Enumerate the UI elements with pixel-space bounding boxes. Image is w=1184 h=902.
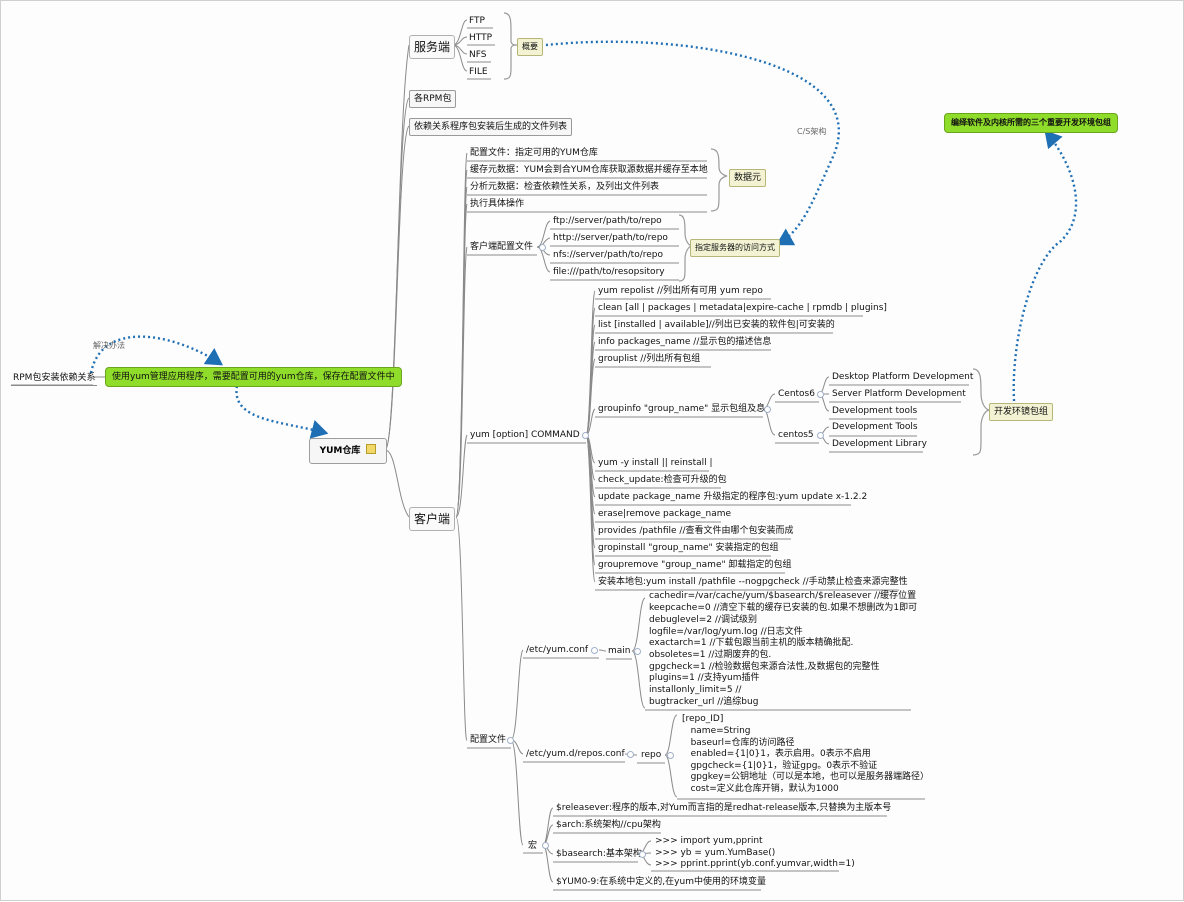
repo-config-line: enabled={1|0}1，表示启用。0表示不启用 bbox=[682, 749, 871, 759]
expand-toggle-icon[interactable] bbox=[542, 842, 549, 849]
server-node[interactable]: 服务端 bbox=[409, 35, 456, 59]
main-config-line: bugtracker_url //追综bug bbox=[649, 697, 759, 707]
expand-toggle-icon[interactable] bbox=[507, 737, 514, 744]
expand-toggle-icon[interactable] bbox=[817, 391, 824, 398]
macro-node[interactable]: 宏 bbox=[528, 841, 538, 851]
python-line: >>> pprint.pprint(yb.conf.yumvar,width=1… bbox=[655, 859, 855, 869]
repo-config-line: gpgcheck={1|0}1，验证gpg。0表示不验证 bbox=[682, 761, 878, 771]
expand-toggle-icon[interactable] bbox=[764, 406, 771, 413]
centos6-node[interactable]: Centos6 bbox=[778, 389, 815, 399]
main-config-line: installonly_limit=5 // bbox=[649, 685, 742, 695]
repo-config-line: cost=定义此仓库开销，默认为1000 bbox=[682, 784, 839, 794]
expand-toggle-icon[interactable] bbox=[634, 648, 641, 655]
expand-toggle-icon[interactable] bbox=[591, 647, 598, 654]
command-item[interactable]: yum -y install || reinstall | bbox=[598, 458, 713, 468]
client-node[interactable]: 客户端 bbox=[409, 507, 456, 531]
centos5-group-item[interactable]: Development Tools bbox=[832, 422, 918, 432]
client-config-item[interactable]: 缓存元数据：YUM会到合YUM仓库获取源数据并缓存至本地 bbox=[470, 165, 708, 175]
centos6-group-item[interactable]: Server Platform Development bbox=[832, 389, 966, 399]
client-config-item[interactable]: 执行具体操作 bbox=[470, 199, 525, 209]
macro-item[interactable]: $YUM0-9:在系统中定义的,在yum中使用的环境变量 bbox=[556, 877, 766, 887]
root-node[interactable]: YUM仓库 bbox=[309, 438, 387, 464]
main-config-line: gpgcheck=1 //检验数据包来源合法性,及数据包的完整性 bbox=[649, 662, 880, 672]
centos6-group-item[interactable]: Development tools bbox=[832, 406, 918, 416]
repo-url-item[interactable]: ftp://server/path/to/repo bbox=[553, 216, 662, 226]
server-item-nfs[interactable]: NFS bbox=[469, 50, 487, 60]
python-line: >>> yb = yum.YumBase() bbox=[655, 848, 776, 858]
dev-env-title[interactable]: 编绎软件及内核所需的三个重要开发环境包组 bbox=[944, 113, 1118, 133]
command-item[interactable]: groupremove "group_name" 卸载指定的包组 bbox=[598, 560, 792, 570]
server-item-ftp[interactable]: FTP bbox=[469, 16, 485, 26]
repo-config-line: [repo_ID] bbox=[682, 714, 724, 724]
main-config-line: exactarch=1 //下载包跟当前主机的版本精确批配. bbox=[649, 638, 854, 648]
dev-group-node[interactable]: 开发环镜包组 bbox=[989, 403, 1054, 421]
main-config-line: debuglevel=2 //调试级别 bbox=[649, 615, 757, 625]
repo-section-node[interactable]: repo bbox=[641, 750, 662, 760]
repo-url-item[interactable]: http://server/path/to/repo bbox=[553, 233, 668, 243]
main-config-line: plugins=1 //支持yum插件 bbox=[649, 673, 760, 683]
expand-toggle-icon[interactable] bbox=[817, 432, 824, 439]
command-item[interactable]: clean [all | packages | metadata|expire-… bbox=[598, 303, 887, 313]
python-line: >>> import yum,pprint bbox=[655, 836, 763, 846]
centos6-group-item[interactable]: Desktop Platform Development bbox=[832, 372, 974, 382]
macro-item[interactable]: $releasever:程序的版本,对Yum而言指的是redhat-releas… bbox=[556, 803, 892, 813]
main-config-line: logfile=/var/log/yum.log //日志文件 bbox=[649, 627, 803, 637]
main-section-node[interactable]: main bbox=[608, 646, 631, 656]
command-item[interactable]: update package_name 升级指定的程序包:yum update … bbox=[598, 492, 868, 502]
summary-node[interactable]: 概要 bbox=[517, 38, 543, 56]
access-mode-node[interactable]: 指定服务器的访问方式 bbox=[690, 239, 780, 257]
groupinfo-node[interactable]: groupinfo "group_name" 显示包组及息 bbox=[598, 404, 766, 414]
problem-node[interactable]: RPM包安装依赖关系 bbox=[11, 372, 98, 386]
command-item[interactable]: list [installed | available]//列出已安装的软件包|… bbox=[598, 320, 835, 330]
expand-toggle-icon[interactable] bbox=[539, 244, 546, 251]
main-config-line: keepcache=0 //清空下载的缓存已安装的包.如果不想删改为1即可 bbox=[649, 603, 918, 613]
command-item[interactable]: 安装本地包:yum install /pathfile --nogpgcheck… bbox=[598, 577, 908, 587]
config-file-node[interactable]: 配置文件 bbox=[470, 735, 507, 745]
yum-command-node[interactable]: yum [option] COMMAND bbox=[470, 430, 580, 440]
dependency-node[interactable]: 依赖关系程序包安装后生成的文件列表 bbox=[409, 118, 573, 136]
yum-conf-node[interactable]: /etc/yum.conf bbox=[526, 645, 589, 655]
metadata-node[interactable]: 数据元 bbox=[729, 169, 767, 187]
client-config-file-node[interactable]: 客户端配置文件 bbox=[470, 242, 534, 252]
note-icon[interactable] bbox=[366, 444, 377, 454]
server-item-file[interactable]: FILE bbox=[469, 67, 488, 77]
repo-config-line: baseurl=仓库的访问路径 bbox=[682, 738, 795, 748]
command-item[interactable]: provides /pathfile //查看文件由哪个包安装而成 bbox=[598, 526, 794, 536]
repo-url-item[interactable]: nfs://server/path/to/repo bbox=[553, 250, 663, 260]
repo-url-item[interactable]: file:///path/to/resopsitory bbox=[553, 267, 665, 277]
expand-toggle-icon[interactable] bbox=[667, 752, 674, 759]
centos5-node[interactable]: centos5 bbox=[778, 430, 814, 440]
macro-item[interactable]: $arch:系统架构//cpu架构 bbox=[556, 820, 661, 830]
command-item[interactable]: yum repolist //列出所有可用 yum repo bbox=[598, 286, 763, 296]
command-item[interactable]: gropinstall "group_name" 安装指定的包组 bbox=[598, 543, 779, 553]
command-item[interactable]: check_update:检查可升级的包 bbox=[598, 475, 727, 485]
server-item-http[interactable]: HTTP bbox=[469, 33, 493, 43]
client-config-item[interactable]: 分析元数据：检查依赖性关系，及列出文件列表 bbox=[470, 182, 660, 192]
macro-basearch-node[interactable]: $basearch:基本架构 bbox=[556, 849, 642, 859]
main-config-line: obsoletes=1 //过期废弃的包. bbox=[649, 650, 772, 660]
expand-toggle-icon[interactable] bbox=[582, 432, 589, 439]
root-label: YUM仓库 bbox=[319, 446, 361, 456]
command-item[interactable]: info packages_name //显示包的描述信息 bbox=[598, 337, 772, 347]
expand-toggle-icon[interactable] bbox=[639, 851, 646, 858]
command-item[interactable]: grouplist //列出所有包组 bbox=[598, 354, 701, 364]
repos-conf-node[interactable]: /etc/yum.d/repos.conf bbox=[526, 749, 625, 759]
relation-label-solution: 解决办法 bbox=[93, 341, 125, 350]
client-config-item[interactable]: 配置文件：指定可用的YUM仓库 bbox=[470, 148, 598, 158]
rpm-packages-node[interactable]: 各RPM包 bbox=[409, 90, 457, 108]
centos5-group-item[interactable]: Development Library bbox=[832, 439, 927, 449]
expand-toggle-icon[interactable] bbox=[627, 751, 634, 758]
solution-node[interactable]: 使用yum管理应用程序，需要配置可用的yum仓库，保存在配置文件中 bbox=[105, 367, 402, 387]
repo-config-line: gpgkey=公钥地址（可以是本地，也可以是服务器端路径） bbox=[682, 772, 930, 782]
command-item[interactable]: erase|remove package_name bbox=[598, 509, 732, 519]
cs-arch-label: C/S架构 bbox=[797, 127, 827, 136]
repo-config-line: name=String bbox=[682, 726, 751, 736]
main-config-line: cachedir=/var/cache/yum/$basearch/$relea… bbox=[649, 591, 917, 601]
